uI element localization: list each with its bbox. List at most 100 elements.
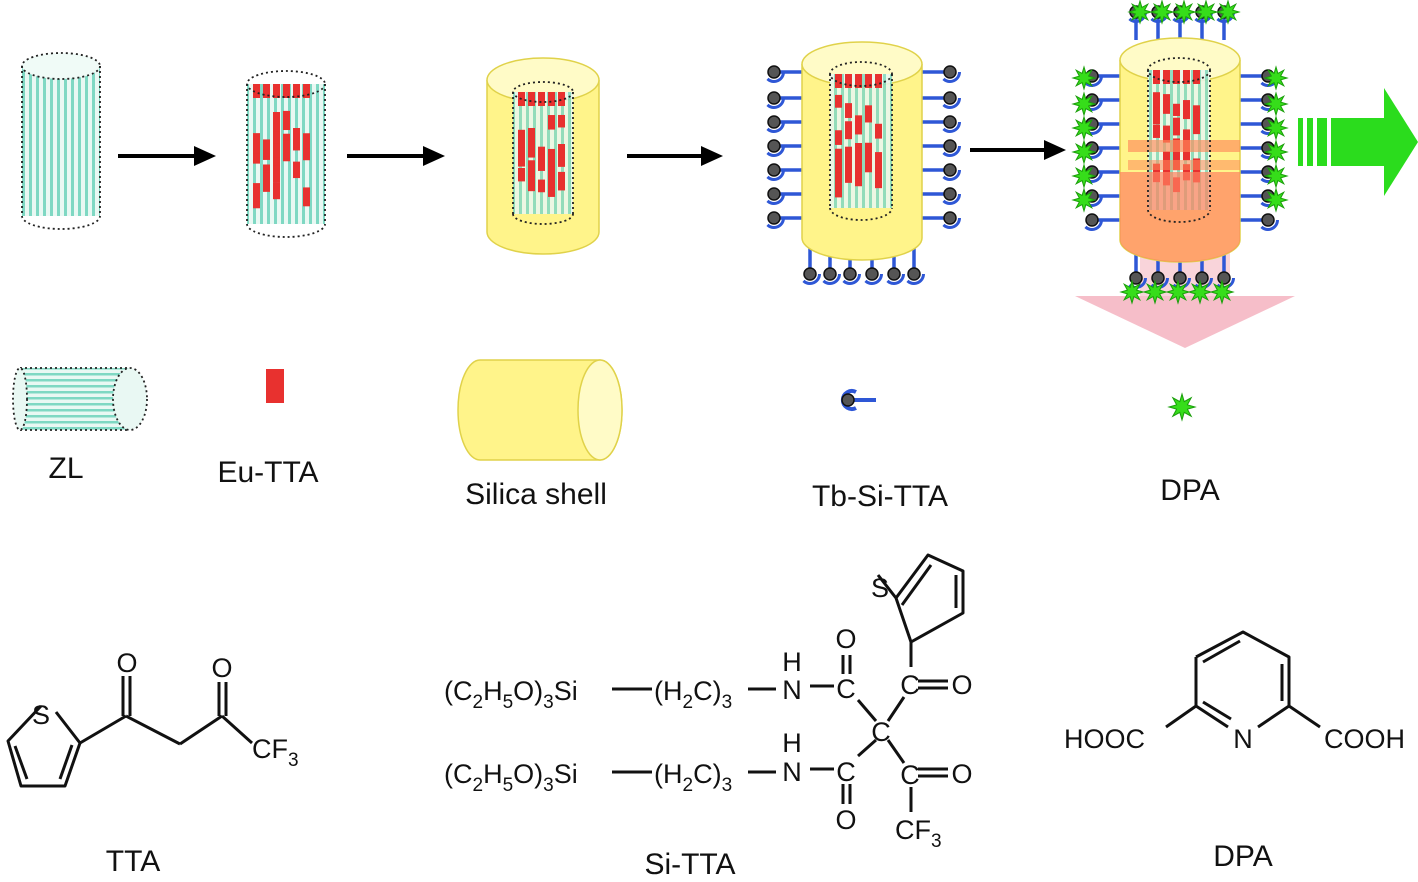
eu-tta-block [1153, 70, 1160, 84]
si-tta-ketone-o-2: O [951, 759, 972, 789]
tta-cap [799, 263, 821, 285]
si-tta-caption: Si-TTA [644, 848, 736, 881]
dpa-star [1071, 139, 1097, 165]
legend-zl-label: ZL [48, 452, 84, 485]
eu-tta-block [518, 137, 525, 156]
eu-tta-block [1163, 70, 1170, 84]
dpa-star [1263, 187, 1289, 213]
tta-cap [763, 87, 785, 109]
tta-cap [1081, 89, 1103, 111]
si-tta-ethoxysilane-1: (C2H5O)3Si [444, 676, 578, 713]
eu-tta-block [518, 167, 525, 182]
tta-cap [763, 61, 785, 83]
eu-tta-block [558, 92, 565, 106]
si-tta-central-c: C [871, 717, 891, 747]
legend-eu-tta-label: Eu-TTA [217, 456, 319, 489]
eu-tta-block [845, 103, 852, 118]
eu-tta-block [1153, 107, 1160, 125]
tta-cap [883, 263, 905, 285]
tta-cap [939, 159, 961, 181]
eu-tta-block [1193, 70, 1200, 84]
eu-tta-block [845, 121, 852, 140]
eu-tta-block [528, 160, 535, 180]
tb-ion [1151, 271, 1165, 285]
tta-cf3-group: CF3 [252, 734, 299, 771]
eu-tta-block [1153, 124, 1160, 138]
eu-tta-block [1153, 92, 1160, 111]
dpa-stars [1071, 0, 1289, 305]
eu-tta-block [875, 152, 882, 169]
si-tta-cf3-group: CF3 [895, 815, 942, 852]
eu-tta-block [273, 129, 280, 148]
eu-tta-block [855, 115, 862, 135]
eu-tta-block [548, 168, 555, 188]
eu-tta-block [548, 148, 555, 167]
dpa-star [1127, 0, 1153, 25]
tta-caption: TTA [105, 845, 161, 878]
eu-tta-block [263, 84, 270, 98]
eu-tta-block [1183, 70, 1190, 84]
eu-tta-block [538, 179, 545, 193]
eu-tta-block [548, 115, 555, 130]
legend-tb-si-tta-label: Tb-Si-TTA [811, 480, 949, 513]
eu-tta-block [253, 187, 260, 202]
tta-cap [1081, 113, 1103, 135]
eu-tta-block [1183, 100, 1190, 120]
eu-tta-block [865, 154, 872, 173]
dpa-star [1263, 163, 1289, 189]
dpa-hooc-group: HOOC [1064, 724, 1145, 754]
legend-eu-tta-icon [266, 369, 284, 403]
tta-o-atom-1: O [116, 648, 137, 678]
eu-tta-block [1163, 94, 1170, 109]
dpa-star [1119, 279, 1145, 305]
tb-ion [767, 91, 781, 105]
eu-tta-block [273, 84, 280, 98]
eu-tta-block [273, 143, 280, 158]
red-emission-arrow [1075, 296, 1295, 348]
tb-ion [1085, 213, 1099, 227]
dpa-star [1187, 279, 1213, 305]
si-tta-ketone-o-1: O [951, 670, 972, 700]
eu-tta-block [875, 172, 882, 189]
tb-ion [767, 187, 781, 201]
dpa-star [1142, 279, 1168, 305]
eu-tta-block [865, 105, 872, 123]
eu-tta-block [528, 141, 535, 158]
tta-structure: S O O CF3 [6, 648, 299, 788]
eu-tta-block [548, 182, 555, 197]
eu-tta-block [303, 146, 310, 161]
dpa-star [1071, 163, 1097, 189]
tta-cap [939, 87, 961, 109]
tta-cap [939, 135, 961, 157]
tb-ion [907, 267, 921, 281]
dpa-star [1071, 91, 1097, 117]
tb-ion [803, 267, 817, 281]
tta-cap [939, 111, 961, 133]
eu-tta-block [855, 74, 862, 88]
eu-tta-block [303, 187, 310, 207]
legend-silica-shell-label: Silica shell [465, 478, 607, 511]
tb-ion [1129, 271, 1143, 285]
tta-cap [903, 263, 925, 285]
tb-ion [1173, 271, 1187, 285]
si-tta-amide-n-2: N [782, 757, 802, 787]
eu-tta-block [835, 94, 842, 108]
eu-tta-block [855, 164, 862, 179]
tb-si-tta-linkers [763, 61, 961, 285]
tb-ion [943, 139, 957, 153]
tta-cap [939, 183, 961, 205]
tta-cap [861, 263, 883, 285]
dpa-star [1263, 91, 1289, 117]
dpa-star [1209, 279, 1235, 305]
eu-tta-block [865, 142, 872, 157]
eu-tta-block [293, 128, 300, 148]
eu-tta-block [835, 154, 842, 173]
legend-dpa-label: DPA [1160, 474, 1220, 507]
eu-tta-block [865, 74, 872, 88]
eu-tta-block [293, 84, 300, 98]
eu-tta-block [835, 180, 842, 198]
si-tta-propyl-2: (H2C)3 [654, 759, 732, 796]
tb-ion [823, 267, 837, 281]
eu-tta-block [253, 84, 260, 98]
tb-ion [767, 211, 781, 225]
